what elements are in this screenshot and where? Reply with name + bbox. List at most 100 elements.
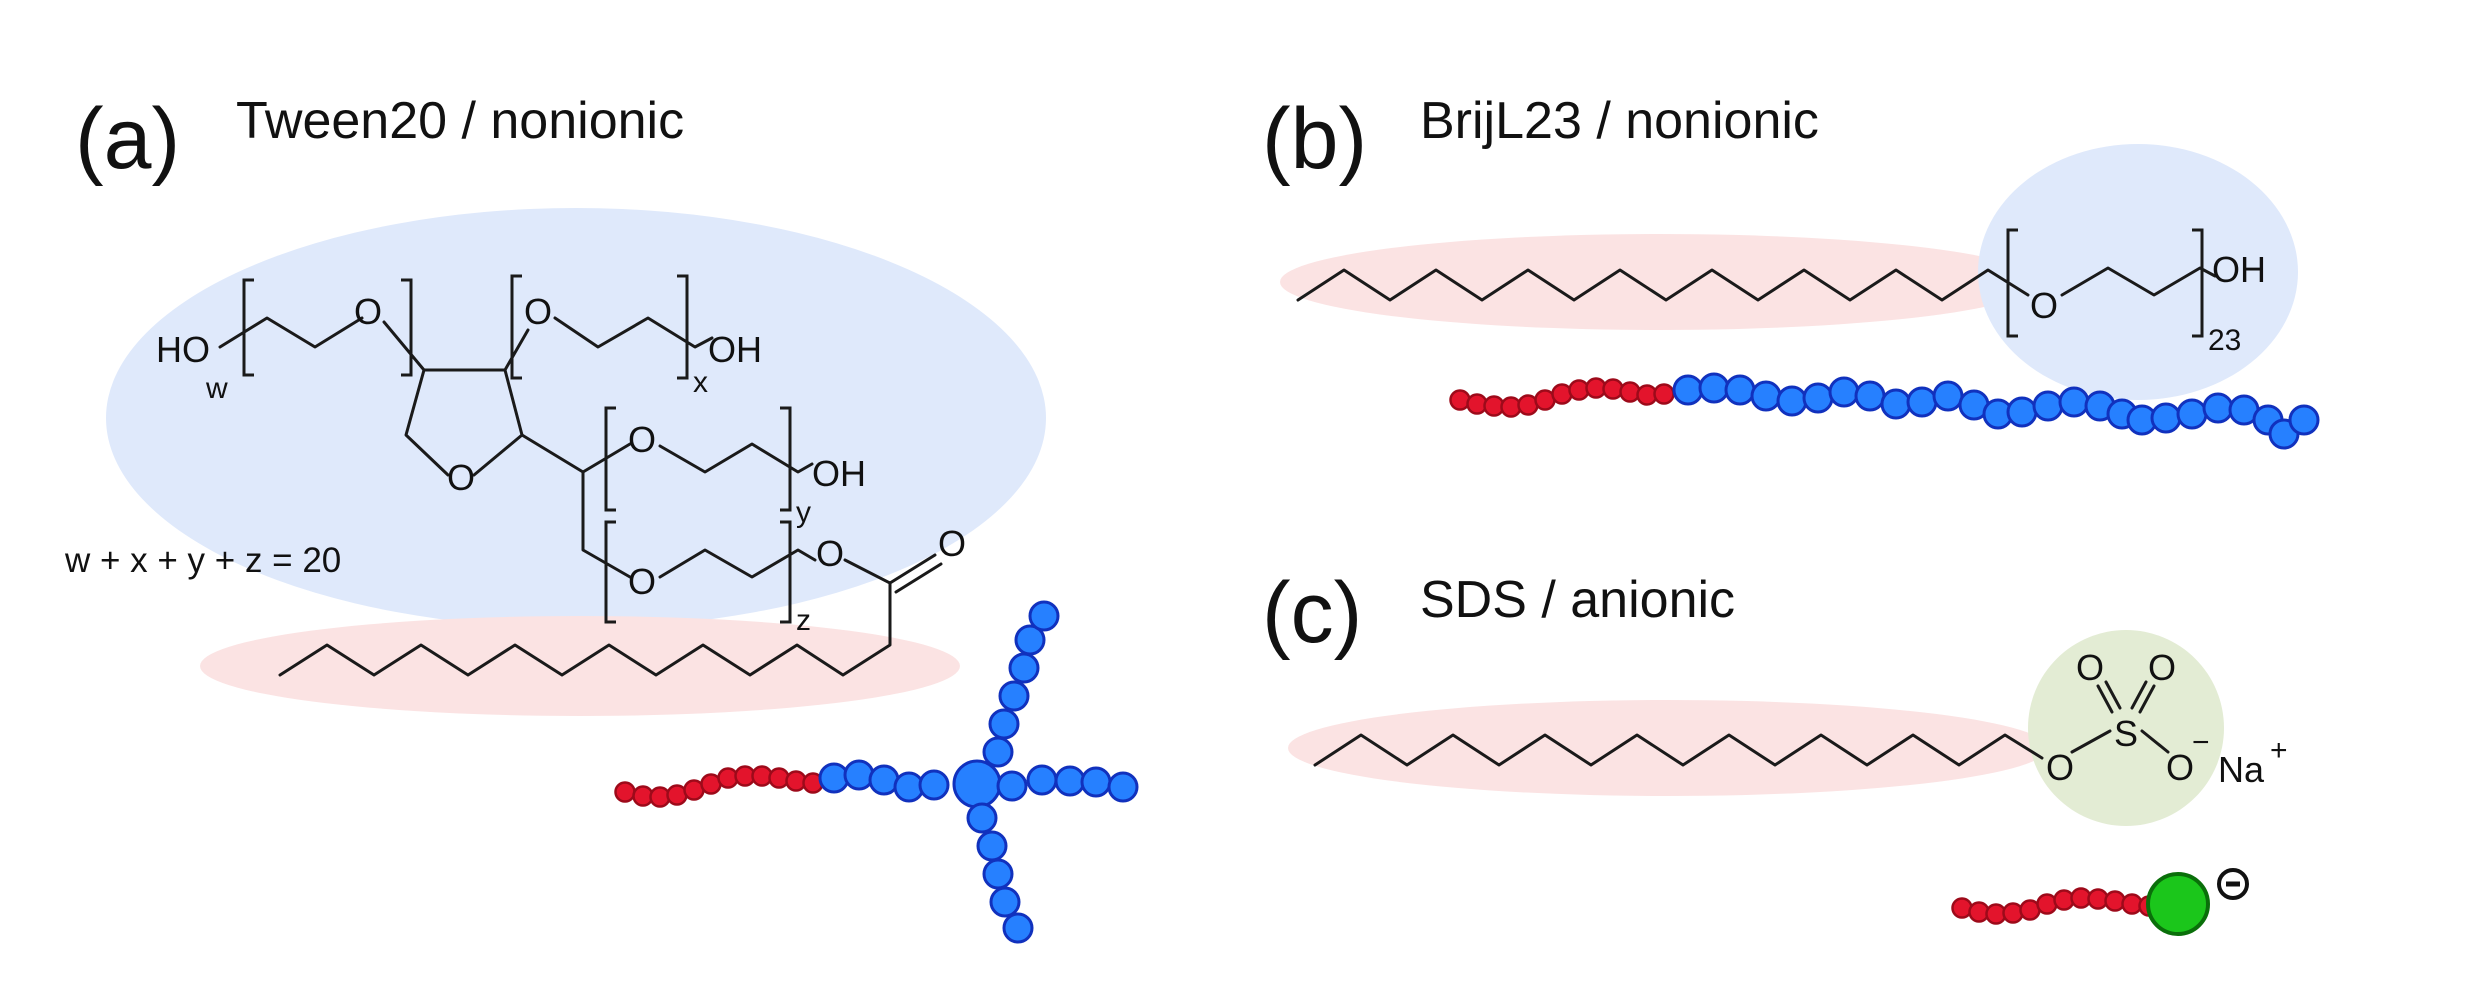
head-bead [1828,376,1860,408]
panel-b-label: (b) [1262,91,1367,187]
tween20-structure: HO O w O O x OH O y [156,274,966,677]
tween-carbonyl-bond [888,553,937,585]
panel-b-title: BrijL23 / nonionic [1420,92,1819,150]
head-bead [996,770,1028,802]
bracket-n-right [2192,228,2204,338]
head-bead [1698,372,1730,404]
bracket-n-left [2006,228,2018,338]
tween20-bead-model [614,600,1139,944]
sds-na-charge: + [2270,734,2288,767]
sds-o-top-left: O [2076,647,2104,688]
tween-hydrophilic-region [106,208,1046,628]
bracket-x-right [677,274,689,380]
sds-double-bond [2096,684,2114,714]
head-bead [988,708,1020,740]
sds-structure: O S O − O O Na + [1313,647,2288,790]
head-bead [1014,624,1046,656]
head-bead [1080,766,1112,798]
head-bead [1002,912,1034,944]
sds-bead-model [1951,868,2249,936]
tween-ring [404,368,450,477]
head-bead [1880,388,1912,420]
head-bead [1672,374,1704,406]
tween-bond [658,548,817,579]
brij-peg-bond [2060,266,2217,297]
bracket-x-left [510,274,522,380]
head-bead [989,886,1021,918]
sds-o-top-right: O [2148,647,2176,688]
tween-bond [658,442,814,474]
head-bead [843,759,875,791]
head-bead [1750,380,1782,412]
tween-bond [581,470,632,579]
panel-c: (c) SDS / anionic O S O − O O Na + [1262,565,2288,936]
branch-center-bead [952,759,1002,809]
sds-double-bond [2130,680,2148,710]
tween-bond [553,316,714,349]
tween-o-carbonyl: O [938,523,966,564]
sds-double-bond [2138,684,2156,714]
head-bead [2006,396,2038,428]
tween-oh2-label: OH [812,453,866,494]
tween-o-chain3: O [628,419,656,460]
subscript-n: 23 [2208,324,2241,357]
tail-bead [2104,890,2126,912]
anionic-head-bead [2146,872,2210,936]
tail-bead [1602,378,1624,400]
sds-double-bond [2104,680,2122,710]
bracket-w-right [401,278,413,377]
sds-ionic-region [2028,630,2224,826]
head-bead [1932,380,1964,412]
head-bead [1802,382,1834,414]
tail-bead [2002,902,2024,924]
tail-bead [1619,381,1641,403]
panel-a-title: Tween20 / nonionic [236,92,684,150]
tween-o-chain4: O [628,561,656,602]
tween-sum-equation: w + x + y + z = 20 [64,541,341,580]
brij-oh-label: OH [2212,249,2266,290]
tween-hydrophobic-region [200,616,960,716]
tween-alkyl-tail [278,581,892,677]
head-bead [1008,652,1040,684]
brij-o-label: O [2030,285,2058,326]
head-bead [2202,392,2234,424]
tail-bead [768,767,790,789]
head-bead [2058,386,2090,418]
tween-bond [382,320,426,372]
head-bead [1026,764,1058,796]
head-bead [2176,398,2208,430]
head-bead [2032,390,2064,422]
sds-s-label: S [2114,713,2138,754]
head-bead [918,769,950,801]
tail-bead [1653,383,1675,405]
tween-o-ring: O [447,457,475,498]
brij-hydrophobic-region [1280,234,2040,330]
head-bead [1854,380,1886,412]
bracket-y-right [780,406,792,512]
bracket-z-right [780,520,792,624]
tween-oh1-label: OH [708,329,762,370]
sds-na-label: Na [2218,749,2265,790]
brij-alkyl-tail [1296,268,2030,302]
bracket-y-left [604,406,616,512]
head-bead [998,680,1030,712]
head-bead [2150,402,2182,434]
panel-c-label: (c) [1262,565,1362,661]
bracket-w-left [242,278,254,377]
bracket-z-left [604,520,616,624]
tween-bond [503,328,530,372]
tween-o-ester: O [816,533,844,574]
head-bead [982,858,1014,890]
brijl23-bead-model [1449,372,2320,450]
brij-hydrophilic-region [1978,144,2298,400]
panel-b: (b) BrijL23 / nonionic O OH 23 [1262,91,2320,450]
head-bead [966,802,998,834]
head-bead [1028,600,1060,632]
tween-o-chain1: O [354,291,382,332]
panel-c-title: SDS / anionic [1420,571,1735,629]
sds-bond [2140,729,2170,754]
subscript-w: w [205,372,228,405]
brijl23-structure: O OH 23 [1296,228,2266,357]
